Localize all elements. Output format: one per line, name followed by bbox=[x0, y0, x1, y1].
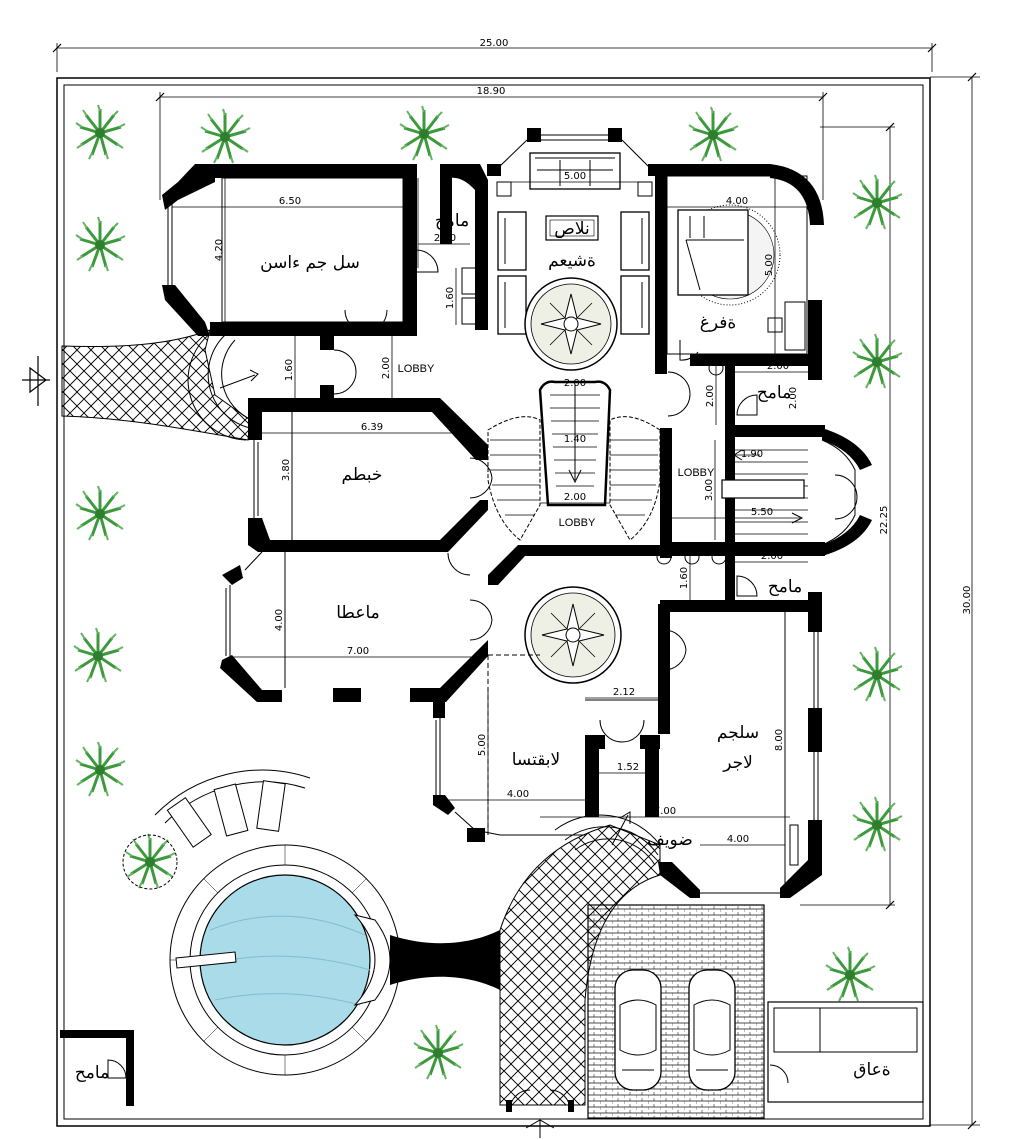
dim-2-00-g: 2.00 bbox=[564, 492, 586, 503]
entrance-arrow-icon bbox=[22, 356, 50, 406]
room-label-dining: ماعطا bbox=[336, 603, 380, 623]
main-gate bbox=[506, 1089, 574, 1138]
room-label-bedroom: ةفرغ bbox=[700, 313, 737, 333]
dim-2-12: 2.12 bbox=[613, 687, 635, 698]
dim-2-00-b: 2.00 bbox=[767, 361, 789, 372]
dim-4-20: 4.20 bbox=[214, 239, 225, 261]
fence-inner-line bbox=[63, 84, 924, 1120]
dim-1-60-b: 1.60 bbox=[284, 359, 295, 381]
lobby-label-2: LOBBY bbox=[559, 517, 596, 529]
dim-5-00-b: 5.00 bbox=[764, 254, 775, 276]
dim-2-50: 2.50 bbox=[407, 211, 418, 233]
dim-2-00-d: 2.00 bbox=[788, 387, 799, 409]
tree-icon bbox=[73, 740, 127, 798]
dim-5-00-c: 5.00 bbox=[477, 734, 488, 756]
tree-icon bbox=[850, 795, 904, 853]
dim-4-00-d: 4.00 bbox=[727, 834, 749, 845]
tree-icon bbox=[71, 626, 125, 684]
lobby-label-1: LOBBY bbox=[398, 363, 435, 375]
bedroom-walls bbox=[655, 164, 824, 380]
room-label-bath-mid: مامح bbox=[757, 383, 791, 403]
tree-icon bbox=[411, 1023, 465, 1081]
dim-3-00: 3.00 bbox=[704, 479, 715, 501]
tree-icon bbox=[686, 105, 740, 163]
side-entrance-path bbox=[61, 329, 251, 441]
ladies-majlis-walls bbox=[162, 164, 417, 336]
sun-loungers bbox=[154, 769, 311, 848]
lobby-label-3: LOBBY bbox=[678, 467, 715, 479]
sofa-set-icon bbox=[497, 152, 650, 335]
dim-6-39: 6.39 bbox=[361, 422, 383, 433]
reception-walls bbox=[433, 654, 660, 842]
dim-1-60-c: 1.60 bbox=[679, 567, 690, 589]
corner-bath bbox=[60, 1030, 134, 1106]
top-bath-walls bbox=[440, 164, 488, 330]
dim-1-90: 1.90 bbox=[741, 449, 763, 460]
dim-2-00-h: 2.00 bbox=[761, 551, 783, 562]
room-label-kitchen: خبطم bbox=[342, 465, 383, 485]
room-label-living: ةشيعم bbox=[548, 251, 596, 271]
tree-icon bbox=[823, 945, 877, 1003]
dim-4-00-b: 4.00 bbox=[274, 609, 285, 631]
room-label-bath-corner: مامح bbox=[75, 1063, 109, 1083]
dim-7-00-b: 7.00 bbox=[654, 806, 676, 817]
ceiling-medallion-icon bbox=[524, 277, 618, 371]
room-label-foyer: ضويف bbox=[647, 830, 693, 850]
room-label-bath-lower: مامح bbox=[768, 577, 802, 597]
tree-icon bbox=[850, 332, 904, 390]
room-label-hall: ةعاق bbox=[853, 1060, 890, 1080]
dim-4-00-a: 4.00 bbox=[726, 196, 748, 207]
dim-2-00-e: 2.00 bbox=[381, 357, 392, 379]
overall-width-label: 25.00 bbox=[480, 38, 509, 49]
house-height-label: 22.25 bbox=[879, 506, 890, 535]
swimming-pool bbox=[169, 844, 500, 1076]
mens-majlis-walls bbox=[658, 604, 822, 898]
plot-boundary bbox=[56, 77, 931, 1127]
room-label-reception: لابقتسا bbox=[512, 750, 561, 770]
dim-2-00-f: 2.00 bbox=[564, 378, 586, 389]
dim-1-52: 1.52 bbox=[617, 762, 639, 773]
tree-icons bbox=[71, 103, 904, 1081]
hall-walls bbox=[767, 1001, 924, 1103]
room-label-ladies-majlis: سل جم ءاسن bbox=[260, 253, 360, 273]
tree-icon bbox=[198, 107, 252, 165]
dim-1-60-a: 1.60 bbox=[445, 287, 456, 309]
tree-icon bbox=[850, 645, 904, 703]
room-label-mens-majlis-2: لاجر bbox=[722, 753, 753, 773]
dim-5-00-a: 5.00 bbox=[564, 171, 586, 182]
dim-2-00-a: 2.00 bbox=[434, 233, 456, 244]
dim-2-00-c: 2.00 bbox=[705, 385, 716, 407]
room-label-salon: نلاص bbox=[554, 219, 589, 239]
overall-height-label: 30.00 bbox=[962, 586, 973, 615]
house-width-label: 18.90 bbox=[477, 86, 506, 97]
lower-bath-walls bbox=[656, 549, 822, 632]
house-height-dimension: 22.25 bbox=[800, 122, 895, 910]
tree-icon bbox=[73, 484, 127, 542]
car-icon bbox=[688, 969, 736, 1091]
service-stairs-walls bbox=[660, 428, 872, 558]
overall-width-dimension: 25.00 bbox=[52, 38, 937, 72]
house-width-dimension: 18.90 bbox=[155, 86, 828, 200]
overall-height-dimension: 30.00 bbox=[930, 72, 980, 1130]
dim-6-50: 6.50 bbox=[279, 196, 301, 207]
dim-8-00: 8.00 bbox=[774, 729, 785, 751]
dim-3-80: 3.80 bbox=[281, 459, 292, 481]
central-staircase bbox=[487, 380, 661, 541]
tree-icon bbox=[397, 104, 451, 162]
dim-7-00-a: 7.00 bbox=[347, 646, 369, 657]
room-label-mens-majlis-1: سلجم bbox=[717, 723, 759, 743]
dim-1-40: 1.40 bbox=[564, 434, 586, 445]
tree-icon bbox=[73, 103, 127, 161]
dim-4-00-c: 4.00 bbox=[507, 789, 529, 800]
ceiling-medallion-icon bbox=[524, 586, 622, 684]
pool-bridge bbox=[390, 930, 500, 990]
foyer-steps bbox=[554, 811, 661, 866]
tree-icon bbox=[73, 215, 127, 273]
dim-5-50: 5.50 bbox=[751, 507, 773, 518]
car-icon bbox=[614, 969, 662, 1091]
room-label-bath-top: مامح bbox=[435, 211, 469, 231]
tree-icon bbox=[850, 173, 904, 231]
